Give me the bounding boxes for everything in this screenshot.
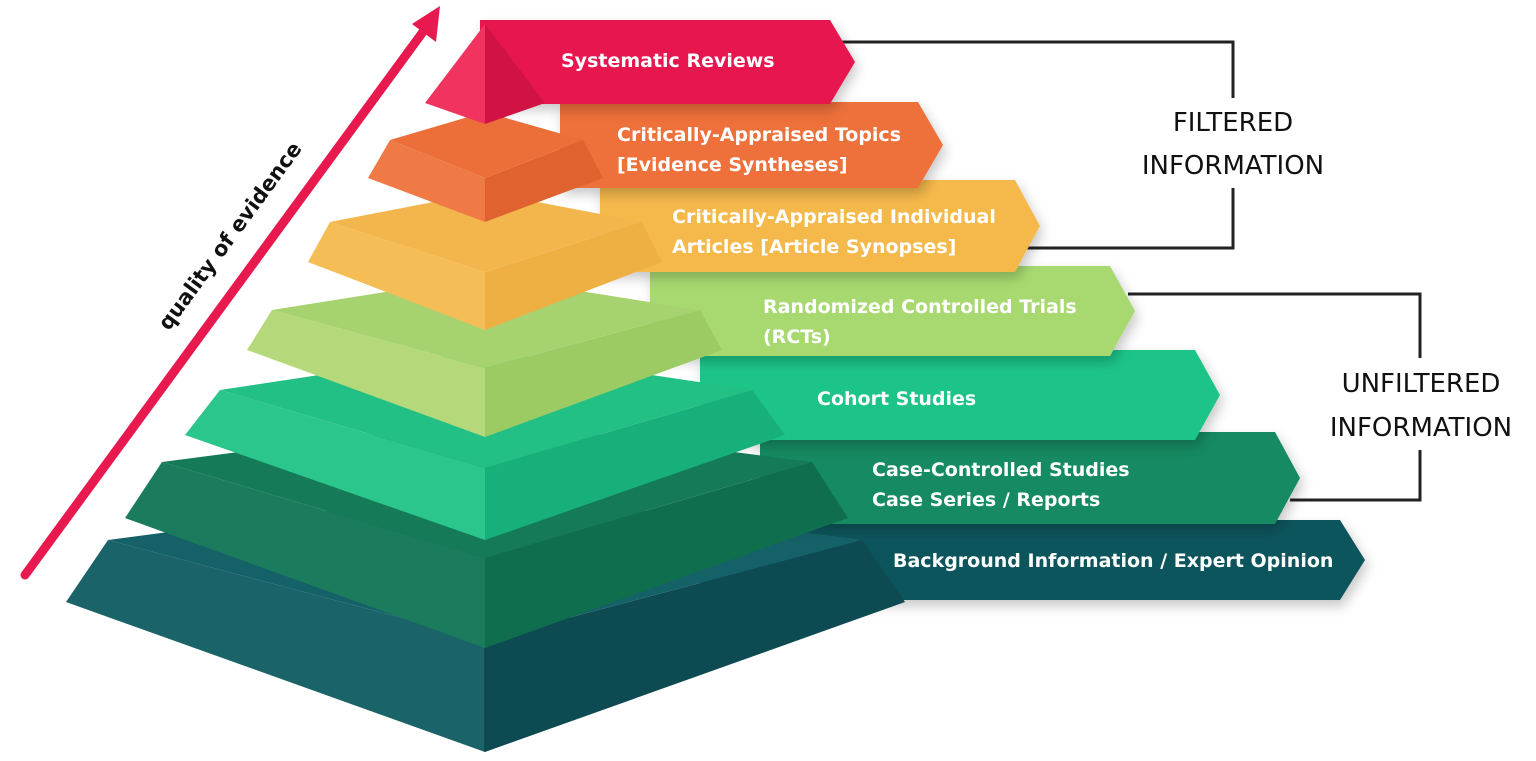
level-3-label-line1: Critically-Appraised Individual	[672, 206, 996, 228]
level-3-banner	[600, 180, 1040, 272]
filtered-label-line1: FILTERED	[1173, 108, 1293, 138]
quality-label-background	[150, 136, 310, 336]
level-4-label-line1: Randomized Controlled Trials	[763, 296, 1077, 318]
level-3-face-left	[308, 222, 485, 330]
level-2-label-line2: [Evidence Syntheses]	[617, 154, 848, 176]
level-6-label-line2: Case Series / Reports	[872, 489, 1100, 511]
level-7-label: Background Information / Expert Opinion	[893, 550, 1333, 572]
level-2-face-left	[368, 140, 485, 222]
level-critically-appraised-articles: Critically-Appraised Individual Articles…	[308, 180, 1040, 330]
level-5-label: Cohort Studies	[817, 388, 976, 410]
quality-of-evidence-label: quality of evidence	[153, 138, 306, 335]
level-4-face-left	[247, 310, 485, 437]
level-3-label-line2: Articles [Article Synopses]	[672, 236, 956, 258]
level-5-banner	[700, 350, 1220, 440]
level-4-banner	[650, 266, 1135, 356]
level-2-top	[390, 112, 583, 178]
level-1-face-left	[425, 24, 485, 124]
level-6-banner	[760, 432, 1300, 524]
unfiltered-label-line1: UNFILTERED	[1342, 369, 1501, 399]
level-4-face-right	[485, 310, 722, 437]
filtered-label-line2: INFORMATION	[1142, 151, 1324, 181]
quality-arrow-head	[412, 6, 440, 42]
level-3-face-right	[485, 222, 662, 330]
level-7-face-right	[485, 540, 905, 752]
level-7-face-left	[66, 540, 485, 752]
unfiltered-label-background	[1305, 358, 1535, 450]
quality-arrow-shaft	[20, 20, 433, 580]
level-1-label: Systematic Reviews	[561, 50, 775, 72]
level-2-label-line1: Critically-Appraised Topics	[617, 124, 901, 146]
level-2-face-right	[485, 140, 603, 222]
level-1-face-right	[485, 24, 545, 124]
level-6-face-right	[485, 462, 848, 648]
level-5-face-left	[185, 390, 485, 540]
filtered-label-background	[1110, 98, 1350, 188]
level-2-banner	[560, 102, 943, 188]
level-systematic-reviews: Systematic Reviews	[425, 20, 855, 124]
level-3-top	[330, 192, 642, 272]
level-6-face-left	[125, 462, 485, 648]
level-4-label-line2: (RCTs)	[763, 326, 831, 348]
level-5-face-right	[485, 390, 785, 540]
level-6-label-line1: Case-Controlled Studies	[872, 459, 1130, 481]
unfiltered-label-line2: INFORMATION	[1330, 413, 1512, 443]
level-critically-appraised-topics: Critically-Appraised Topics [Evidence Sy…	[368, 102, 943, 222]
level-1-banner	[480, 20, 855, 104]
